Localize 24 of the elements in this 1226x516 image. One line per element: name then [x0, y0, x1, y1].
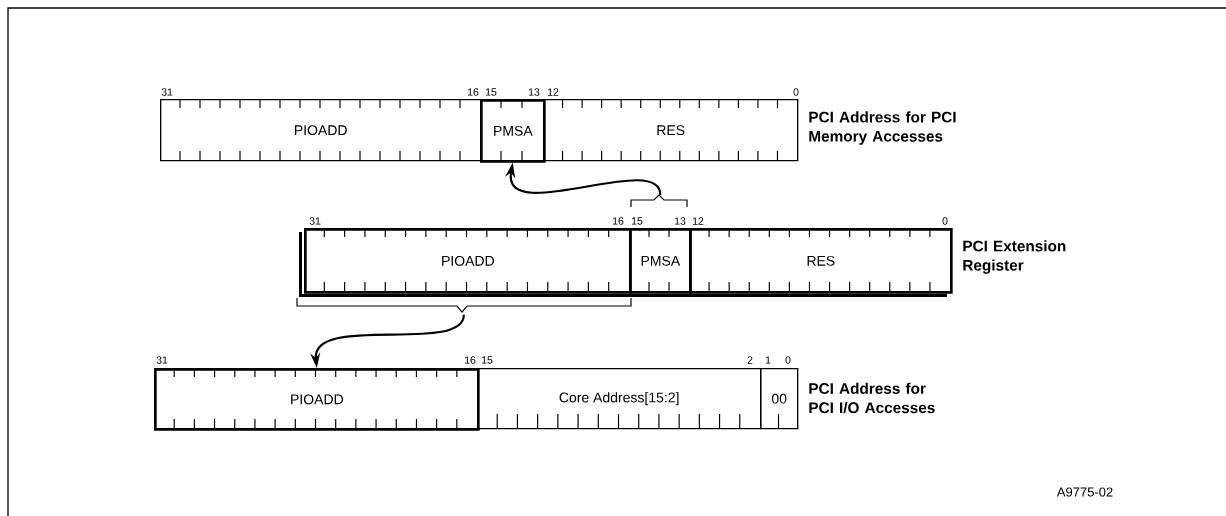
- bit-number: 15: [632, 217, 643, 225]
- register-field: PIOADD: [304, 227, 632, 294]
- bit-number: 13: [529, 88, 540, 96]
- bit-number: 0: [793, 88, 799, 96]
- bit-number: 1: [765, 356, 771, 364]
- register-field: PMSA: [629, 227, 692, 294]
- register-field: RES: [543, 98, 799, 162]
- register-field: PIOADD: [154, 367, 480, 431]
- bit-number: 0: [785, 356, 791, 364]
- bit-number: 16: [465, 356, 476, 364]
- register-field: PMSA: [480, 98, 546, 163]
- register-field: Core Address[15:2]: [477, 368, 762, 430]
- bit-number: 12: [693, 217, 704, 225]
- bit-number: 15: [486, 88, 497, 96]
- bit-number: 12: [548, 88, 559, 96]
- bit-number: 16: [613, 217, 624, 225]
- bit-number: 16: [468, 88, 479, 96]
- register-field: RES: [689, 227, 953, 294]
- bit-number: 15: [482, 356, 493, 364]
- register-field: PIOADD: [160, 98, 482, 162]
- figure-number: A9775-02: [1056, 487, 1113, 497]
- register-field: 00: [760, 368, 799, 430]
- bit-number: 2: [747, 356, 753, 364]
- bit-number: 13: [675, 217, 686, 225]
